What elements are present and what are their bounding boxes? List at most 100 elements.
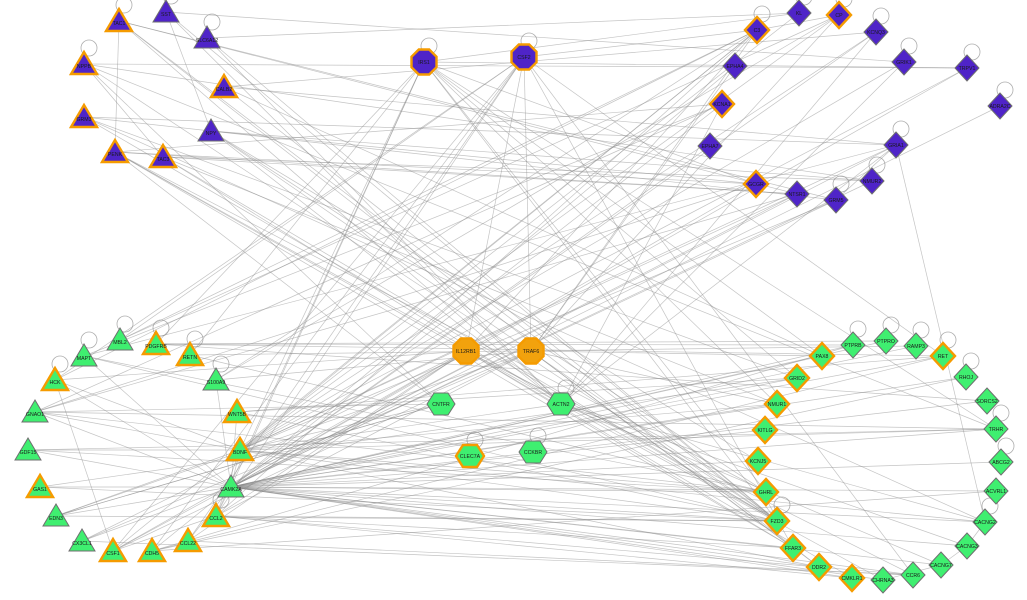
edge bbox=[239, 31, 877, 451]
node-shape bbox=[863, 18, 889, 46]
edge bbox=[165, 11, 562, 405]
edge bbox=[223, 86, 823, 357]
self-loop-edge bbox=[51, 355, 69, 373]
node-shape bbox=[870, 566, 896, 594]
node-shape bbox=[987, 92, 1013, 120]
node-DDR2[interactable]: DDR2 bbox=[805, 552, 833, 582]
node-shape bbox=[929, 341, 957, 371]
edge bbox=[151, 376, 967, 552]
node-IRS1[interactable]: IRS1 bbox=[410, 48, 438, 76]
node-shape bbox=[786, 0, 812, 27]
edge bbox=[215, 56, 525, 517]
edge bbox=[423, 61, 823, 357]
self-loop-edge bbox=[116, 315, 134, 333]
self-loop-edge bbox=[80, 331, 98, 349]
node-CHRNA3[interactable]: CHRNA3 bbox=[870, 566, 896, 594]
edge bbox=[151, 355, 944, 552]
edge bbox=[423, 12, 800, 63]
edge bbox=[81, 540, 914, 576]
edge bbox=[210, 130, 873, 182]
node-shape bbox=[751, 415, 779, 445]
edge bbox=[230, 460, 759, 488]
edge bbox=[239, 12, 800, 451]
node-shape bbox=[68, 528, 96, 552]
node-CACNG3[interactable]: CACNG3 bbox=[954, 532, 980, 560]
node-shape bbox=[983, 415, 1009, 443]
node-ACVRL1[interactable]: ACVRL1 bbox=[983, 477, 1009, 505]
edge bbox=[210, 130, 767, 493]
node-CDH5[interactable]: CDH5 bbox=[136, 536, 168, 563]
self-loop-edge bbox=[212, 355, 230, 373]
edge bbox=[530, 29, 758, 352]
edge bbox=[151, 344, 854, 552]
edge bbox=[560, 403, 968, 547]
node-shape bbox=[954, 54, 980, 82]
node-CCR6[interactable]: CCR6 bbox=[900, 561, 926, 589]
edge bbox=[114, 103, 723, 153]
edge bbox=[112, 486, 232, 552]
self-loop-edge bbox=[203, 13, 221, 31]
node-IL12RB1[interactable]: IL12RB1 bbox=[452, 337, 480, 365]
node-shape bbox=[193, 25, 221, 49]
node-GDF15[interactable]: GDF15 bbox=[14, 437, 42, 461]
node-shape bbox=[928, 551, 954, 579]
self-loop-edge bbox=[152, 319, 170, 337]
node-CLEC7A[interactable]: CLEC7A bbox=[454, 443, 486, 469]
node-shape bbox=[838, 563, 866, 593]
node-TRAF6[interactable]: TRAF6 bbox=[517, 337, 545, 365]
node-shape bbox=[426, 392, 456, 416]
edge bbox=[895, 144, 986, 523]
edge bbox=[55, 350, 532, 517]
node-KITLG[interactable]: KITLG bbox=[751, 415, 779, 445]
node-GNAO1[interactable]: GNAO1 bbox=[21, 399, 49, 423]
edge bbox=[230, 461, 1002, 488]
edge bbox=[112, 29, 758, 552]
node-EDN3[interactable]: EDN3 bbox=[42, 503, 70, 527]
edge bbox=[118, 20, 837, 201]
edge bbox=[230, 377, 798, 488]
node-NTSR1[interactable]: NTSR1 bbox=[784, 180, 810, 208]
node-CX3CL1[interactable]: CX3CL1 bbox=[68, 528, 96, 552]
node-shape bbox=[510, 43, 538, 71]
edge bbox=[189, 61, 425, 356]
edge bbox=[112, 515, 217, 552]
node-shape bbox=[518, 440, 548, 464]
edge bbox=[34, 193, 798, 413]
node-FFAR3[interactable]: FFAR3 bbox=[779, 533, 807, 563]
edge bbox=[523, 29, 758, 58]
node-shape bbox=[784, 180, 810, 208]
node-shape bbox=[903, 332, 929, 360]
self-loop-edge bbox=[163, 0, 179, 5]
node-CACNG7[interactable]: CACNG7 bbox=[928, 551, 954, 579]
edge bbox=[239, 403, 562, 451]
edge bbox=[206, 12, 800, 39]
node-shape bbox=[517, 337, 545, 365]
edge bbox=[215, 29, 758, 517]
edge bbox=[34, 411, 232, 488]
edge bbox=[155, 343, 854, 346]
node-shape bbox=[202, 367, 230, 391]
node-shape bbox=[97, 536, 129, 563]
node-KCNA1[interactable]: KCNA1 bbox=[708, 89, 736, 119]
edge bbox=[83, 355, 767, 493]
node-CSF2[interactable]: CSF2 bbox=[510, 43, 538, 71]
edge bbox=[206, 37, 778, 522]
node-shape bbox=[103, 6, 135, 33]
edge bbox=[215, 515, 794, 549]
node-GRM3[interactable]: GRM3 bbox=[68, 102, 100, 129]
node-shape bbox=[823, 186, 849, 214]
edge bbox=[230, 486, 968, 547]
node-shape bbox=[200, 501, 232, 528]
edge bbox=[119, 14, 840, 341]
node-shape bbox=[224, 435, 256, 462]
node-SORCS2[interactable]: SORCS2 bbox=[974, 387, 1000, 415]
node-shape bbox=[972, 508, 998, 536]
node-shape bbox=[697, 132, 723, 160]
edge bbox=[230, 67, 968, 488]
node-shape bbox=[708, 89, 736, 119]
node-shape bbox=[763, 506, 791, 536]
node-shape bbox=[454, 443, 486, 469]
edge bbox=[465, 350, 794, 549]
